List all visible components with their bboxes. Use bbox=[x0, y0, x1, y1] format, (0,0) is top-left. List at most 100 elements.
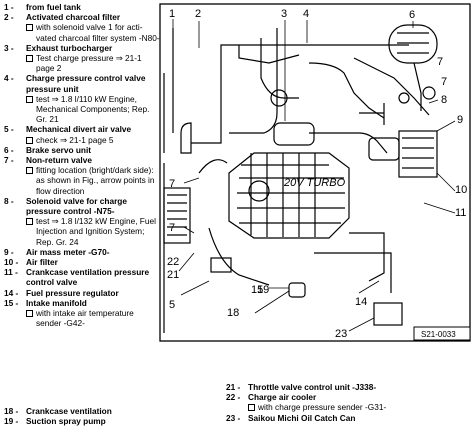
legend-item: 19 - Suction spray pump bbox=[0, 416, 220, 426]
callout-5: 5 bbox=[169, 299, 175, 311]
legend-item-detail: with charge pressure sender -G31- bbox=[248, 402, 474, 412]
air-filter bbox=[398, 130, 438, 178]
legend-item-number: 14 - bbox=[4, 287, 19, 298]
legend-item: 4 - Charge pressure control valve pressur… bbox=[0, 73, 160, 124]
legend-item: 1 - from fuel tank bbox=[0, 2, 160, 12]
ref-code-box bbox=[413, 326, 471, 341]
vacuum-hose-diagram: 20V TURBO bbox=[159, 3, 471, 342]
legend-item-number: 5 - bbox=[4, 124, 14, 135]
legend-item-title: Intake manifold bbox=[26, 297, 87, 308]
legend-item-title: Crankcase ventilation bbox=[26, 406, 112, 416]
oil-catch-can bbox=[373, 302, 403, 326]
legend-item-detail: with intake air temperature sender -G42- bbox=[26, 308, 160, 328]
legend-item-title: Non-return valve bbox=[26, 155, 92, 166]
legend-item-title: from fuel tank bbox=[26, 2, 81, 12]
legend-item: 11 - Crankcase ventilation pressure contr… bbox=[0, 267, 160, 287]
legend-item-title: Charge air cooler bbox=[248, 392, 317, 403]
legend-item-title: Activated charcoal filter bbox=[26, 12, 121, 23]
callout-2: 2 bbox=[195, 8, 201, 20]
legend-item-title: Charge pressure control valve pressure u… bbox=[26, 73, 146, 94]
callout-11: 11 bbox=[455, 207, 466, 219]
callout-7d: 7 bbox=[437, 56, 443, 68]
legend-item-number: 11 - bbox=[4, 267, 18, 278]
legend-item-title: Saikou Michi Oil Catch Can bbox=[248, 412, 356, 423]
callout-18: 18 bbox=[227, 307, 239, 319]
crankcase-ventilation bbox=[288, 282, 306, 298]
callout-23: 23 bbox=[335, 328, 347, 340]
legend-item-title: Suction spray pump bbox=[26, 416, 106, 427]
callout-21: 21 bbox=[167, 269, 179, 281]
legend-item-number: 8 - bbox=[4, 195, 14, 206]
charge-air-cooler bbox=[163, 187, 191, 244]
legend-bottom: 18 - Crankcase ventilation 19 - Suction spr… bbox=[0, 406, 220, 426]
callout-14: 14 bbox=[355, 296, 367, 308]
legend-item-number: 6 - bbox=[4, 144, 14, 155]
legend-item-number: 19 - bbox=[4, 416, 19, 427]
legend-item-detail: fitting location (bright/dark side): as … bbox=[26, 165, 160, 196]
legend-item: 8 - Solenoid valve for charge pressure co… bbox=[0, 196, 160, 247]
legend-item-number: 2 - bbox=[4, 12, 14, 23]
legend-item-title: Brake servo unit bbox=[26, 144, 92, 155]
callout-8: 8 bbox=[441, 94, 447, 106]
legend-item: 21 - Throttle valve control unit -J338- bbox=[222, 382, 474, 392]
legend-item-number: 1 - bbox=[4, 2, 14, 12]
engine-badge: 20V TURBO bbox=[283, 177, 346, 189]
callout-22: 22 bbox=[167, 256, 179, 268]
callout-10: 10 bbox=[455, 184, 467, 196]
legend-item: 23 - Saikou Michi Oil Catch Can bbox=[222, 413, 474, 423]
legend-item-title: Fuel pressure regulator bbox=[26, 287, 119, 298]
engine-block bbox=[228, 152, 350, 239]
non-return-valve bbox=[422, 86, 436, 100]
callout-7b: 7 bbox=[441, 76, 447, 88]
callout-3: 3 bbox=[281, 8, 287, 20]
legend-item-title: Air mass meter -G70- bbox=[26, 246, 110, 257]
legend-item: 10 - Air filter bbox=[0, 257, 160, 267]
legend-item: 18 - Crankcase ventilation bbox=[0, 406, 220, 416]
callout-6: 6 bbox=[409, 9, 415, 21]
callout-7a: 7 bbox=[169, 178, 175, 190]
legend-item-number: 3 - bbox=[4, 42, 14, 53]
callout-1: 1 bbox=[169, 8, 175, 20]
callout-15: 15 bbox=[251, 284, 263, 296]
legend-item-number: 23 - bbox=[226, 412, 241, 423]
legend-item-number: 10 - bbox=[4, 257, 19, 268]
legend-item: 14 - Fuel pressure regulator bbox=[0, 288, 160, 298]
legend-item: 9 - Air mass meter -G70- bbox=[0, 247, 160, 257]
pressure-unit bbox=[270, 89, 288, 107]
legend-item-number: 15 - bbox=[4, 297, 19, 308]
legend-item-detail: test ⇒ 1.8 l/110 kW Engine, Mechanical C… bbox=[26, 94, 160, 125]
legend-item: 6 - Brake servo unit bbox=[0, 145, 160, 155]
callout-4: 4 bbox=[303, 8, 309, 20]
callout-9: 9 bbox=[457, 114, 463, 126]
legend-item-detail: with solenoid valve 1 for acti-vated cha… bbox=[26, 22, 160, 43]
throttle-valve-unit bbox=[210, 257, 232, 273]
leader-lines bbox=[172, 19, 456, 332]
legend-item-title: Exhaust turbocharger bbox=[26, 42, 113, 53]
legend-item-title: Solenoid valve for charge pressure contr… bbox=[26, 195, 127, 217]
callout-7c: 7 bbox=[169, 222, 175, 234]
callout-19: 19 bbox=[257, 284, 269, 296]
ref-code: S21-0033 bbox=[421, 330, 456, 339]
solenoid-valve-n75 bbox=[398, 92, 410, 104]
legend-item-title: Air filter bbox=[26, 257, 58, 268]
legend-item-number: 7 - bbox=[4, 155, 14, 166]
callouts: 1 2 3 4 5 6 7 7 7 7 8 9 10 11 14 15 18 1… bbox=[167, 8, 467, 340]
legend-left: 1 - from fuel tank 2 - Activated charcoal f… bbox=[0, 2, 160, 329]
legend-item-title: Crankcase ventilation pressure control v… bbox=[26, 267, 150, 288]
legend-item-title: Mechanical divert air valve bbox=[26, 124, 132, 135]
legend-item-detail: test ⇒ 1.8 l/132 kW Engine, Fuel Injecti… bbox=[26, 216, 160, 247]
legend-item-number: 18 - bbox=[4, 406, 19, 416]
legend-item-number: 22 - bbox=[226, 392, 241, 403]
legend-item-detail: check ⇒ 21-1 page 5 bbox=[26, 135, 160, 145]
legend-item-number: 21 - bbox=[226, 382, 241, 392]
legend-item-number: 9 - bbox=[4, 246, 14, 257]
legend-item-number: 4 - bbox=[4, 73, 14, 84]
legend-item-title: Throttle valve control unit -J338- bbox=[248, 382, 377, 392]
turbocharger bbox=[273, 122, 315, 146]
